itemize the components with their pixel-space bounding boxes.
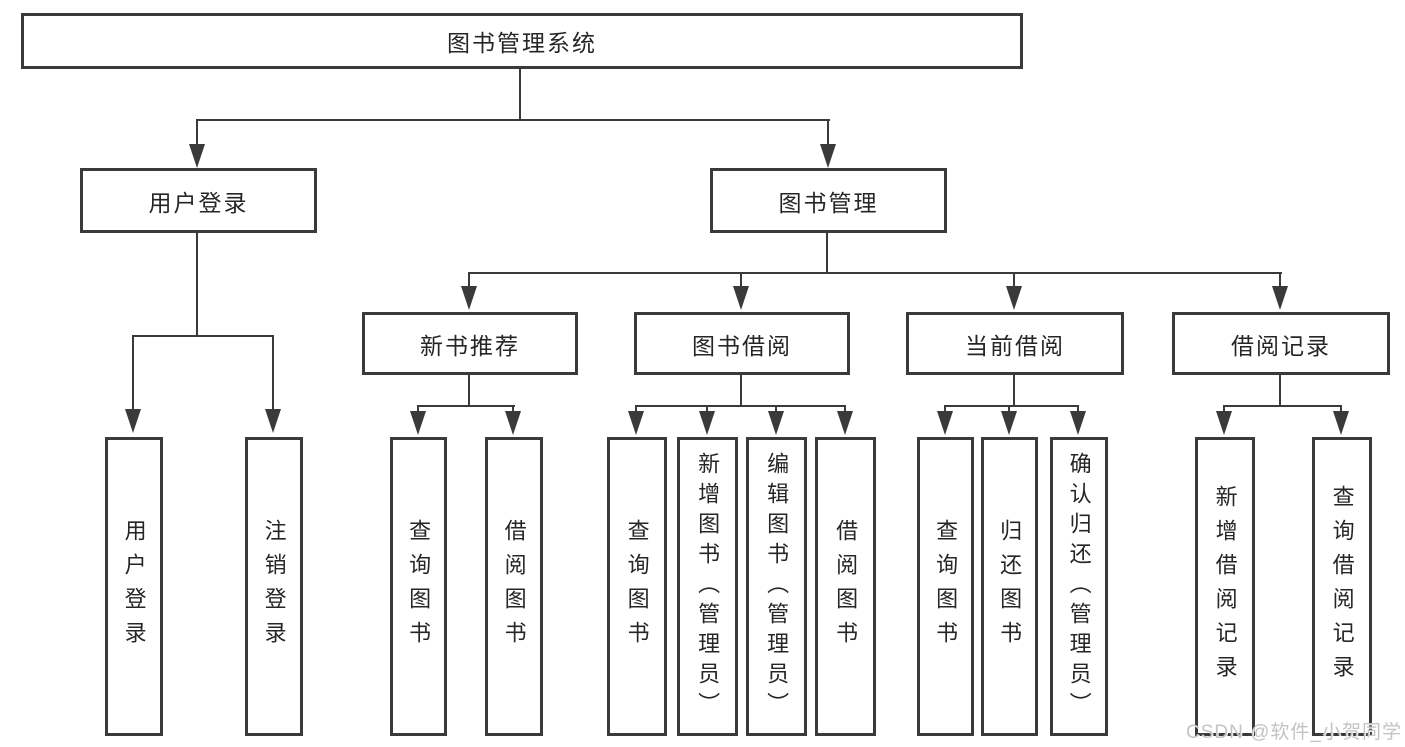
connector-to-book-borrow <box>740 272 742 286</box>
connector-root-stem <box>519 69 521 119</box>
node-current-borrow: 当前借阅 <box>906 312 1124 375</box>
connector-book-borrow-branch <box>636 405 845 407</box>
leaf-user-login: 用户登录 <box>105 437 163 736</box>
leaf-add-borrow-record: 新增借阅记录 <box>1195 437 1255 736</box>
arrowhead-leaf-borrow-books-2 <box>837 411 853 435</box>
leaf-query-books-3-label: 查询图书 <box>933 518 959 655</box>
arrowhead-leaf-add-books <box>699 411 715 435</box>
node-borrow-records: 借阅记录 <box>1172 312 1390 375</box>
leaf-query-books-2: 查询图书 <box>607 437 667 736</box>
connector-borrow-records-branch <box>1224 405 1342 407</box>
arrowhead-new-book <box>461 286 477 310</box>
node-user-login-label: 用户登录 <box>148 189 249 216</box>
connector-to-leaf-confirm-return <box>1077 405 1079 413</box>
arrowhead-leaf-edit-books <box>768 411 784 435</box>
csdn-watermark: CSDN @软件_小贺同学 <box>1186 722 1402 743</box>
connector-borrow-records-stem <box>1279 375 1281 406</box>
connector-to-new-book <box>468 272 470 286</box>
leaf-borrow-books-1: 借阅图书 <box>485 437 543 736</box>
connector-new-book-stem <box>468 375 470 406</box>
connector-to-leaf-query-books-1 <box>417 405 419 413</box>
node-book-borrow-label: 图书借阅 <box>692 332 792 359</box>
connector-to-leaf-logout <box>272 335 274 409</box>
connector-to-leaf-query-books-3 <box>944 405 946 413</box>
arrowhead-leaf-user-login <box>125 409 141 433</box>
leaf-return-books: 归还图书 <box>981 437 1038 736</box>
connector-current-borrow-branch <box>945 405 1079 407</box>
leaf-confirm-return-admin: 确认归还（管理员） <box>1050 437 1108 736</box>
arrowhead-book-management <box>820 144 836 168</box>
arrowhead-user-login <box>189 144 205 168</box>
connector-root-branch <box>197 119 830 121</box>
connector-book-mgmt-branch <box>469 272 1282 274</box>
connector-to-leaf-edit-books <box>775 405 777 413</box>
leaf-add-books-admin: 新增图书（管理员） <box>677 437 738 736</box>
arrowhead-leaf-borrow-books-1 <box>505 411 521 435</box>
leaf-query-books-2-label: 查询图书 <box>624 518 650 655</box>
leaf-confirm-return-admin-label: 确认归还（管理员） <box>1066 451 1092 722</box>
leaf-query-borrow-record: 查询借阅记录 <box>1312 437 1372 736</box>
leaf-query-books-1: 查询图书 <box>390 437 447 736</box>
arrowhead-current-borrow <box>1006 286 1022 310</box>
connector-to-leaf-query-books-2 <box>635 405 637 413</box>
connector-to-current-borrow <box>1013 272 1015 286</box>
leaf-query-books-3: 查询图书 <box>917 437 974 736</box>
arrowhead-borrow-records <box>1272 286 1288 310</box>
connector-book-borrow-stem <box>740 375 742 406</box>
arrowhead-leaf-return-books <box>1001 411 1017 435</box>
node-new-book-recommend-label: 新书推荐 <box>420 332 520 359</box>
connector-to-user-login <box>196 119 198 144</box>
connector-user-login-stem <box>196 233 198 335</box>
leaf-return-books-label: 归还图书 <box>997 518 1023 655</box>
arrowhead-leaf-query-books-3 <box>937 411 953 435</box>
connector-to-leaf-borrow-books-2 <box>844 405 846 413</box>
connector-to-book-management <box>827 119 829 144</box>
connector-current-borrow-stem <box>1013 375 1015 406</box>
leaf-edit-books-admin-label: 编辑图书（管理员） <box>764 451 790 722</box>
leaf-borrow-books-1-label: 借阅图书 <box>501 518 527 655</box>
leaf-query-borrow-record-label: 查询借阅记录 <box>1329 484 1355 689</box>
connector-book-mgmt-stem <box>826 233 828 272</box>
arrowhead-leaf-logout <box>265 409 281 433</box>
connector-to-leaf-return-books <box>1008 405 1010 413</box>
leaf-logout-login: 注销登录 <box>245 437 303 736</box>
connector-to-leaf-add-books <box>706 405 708 413</box>
leaf-borrow-books-2: 借阅图书 <box>815 437 876 736</box>
node-library-system: 图书管理系统 <box>21 13 1023 69</box>
arrowhead-leaf-add-record <box>1216 411 1232 435</box>
leaf-add-books-admin-label: 新增图书（管理员） <box>695 451 721 722</box>
connector-user-login-branch <box>132 335 274 337</box>
node-borrow-records-label: 借阅记录 <box>1231 332 1331 359</box>
arrowhead-leaf-query-books-1 <box>410 411 426 435</box>
node-book-management: 图书管理 <box>710 168 947 233</box>
leaf-user-login-label: 用户登录 <box>121 518 147 655</box>
arrowhead-leaf-query-books-2 <box>628 411 644 435</box>
arrowhead-leaf-confirm-return <box>1070 411 1086 435</box>
node-user-login: 用户登录 <box>80 168 317 233</box>
leaf-borrow-books-2-label: 借阅图书 <box>833 518 859 655</box>
leaf-logout-login-label: 注销登录 <box>261 518 287 655</box>
arrowhead-leaf-query-record <box>1333 411 1349 435</box>
connector-to-leaf-borrow-books-1 <box>512 405 514 413</box>
leaf-add-borrow-record-label: 新增借阅记录 <box>1212 484 1238 689</box>
connector-to-leaf-query-record <box>1340 405 1342 413</box>
connector-new-book-branch <box>418 405 515 407</box>
arrowhead-book-borrow <box>733 286 749 310</box>
node-book-management-label: 图书管理 <box>778 189 879 216</box>
connector-to-leaf-add-record <box>1223 405 1225 413</box>
node-book-borrow: 图书借阅 <box>634 312 850 375</box>
connector-to-borrow-records <box>1279 272 1281 286</box>
leaf-edit-books-admin: 编辑图书（管理员） <box>746 437 807 736</box>
connector-to-leaf-user-login <box>132 335 134 409</box>
node-current-borrow-label: 当前借阅 <box>965 332 1065 359</box>
node-new-book-recommend: 新书推荐 <box>362 312 578 375</box>
node-library-system-label: 图书管理系统 <box>447 30 597 56</box>
leaf-query-books-1-label: 查询图书 <box>406 518 432 655</box>
